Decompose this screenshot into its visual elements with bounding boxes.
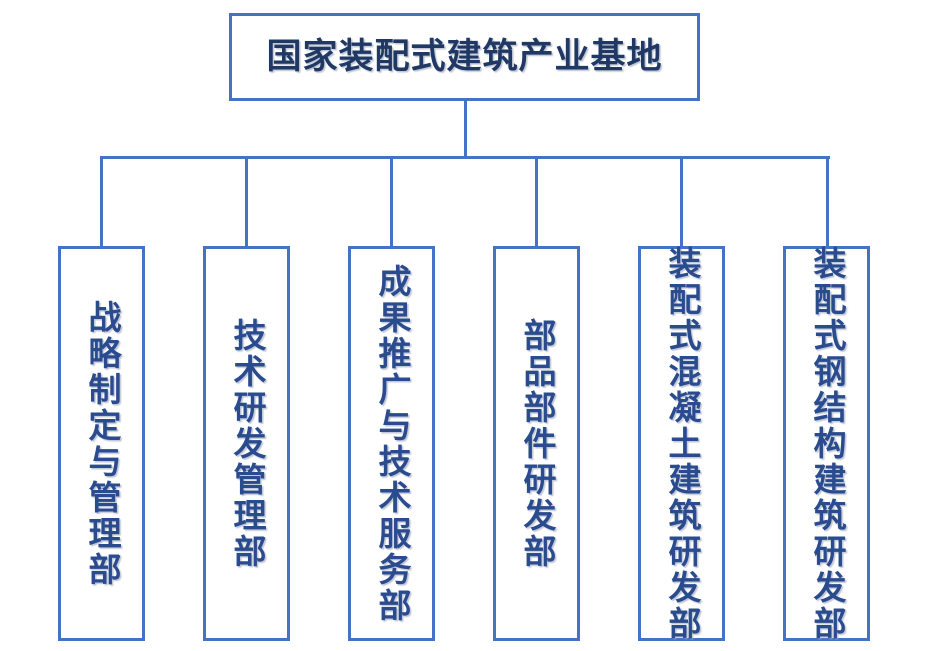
connector-drop-2 [245,156,248,247]
org-node-precast-concrete-rd[interactable]: 装配式混凝土建筑研发部 [638,245,725,642]
connector-trunk-vertical [464,100,467,158]
org-node-root-label: 国家装配式建筑产业基地 [266,36,663,77]
connector-drop-4 [535,156,538,247]
org-node-steel-structure-rd[interactable]: 装配式钢结构建筑研发部 [783,245,870,642]
org-node-child-label-2: 技术研发管理部 [227,317,267,570]
org-node-promotion-tech-service[interactable]: 成果推广与技术服务部 [348,246,435,641]
org-node-child-label-3: 成果推广与技术服务部 [372,263,412,624]
connector-drop-3 [390,156,393,247]
connector-drop-5 [680,156,683,247]
org-node-strategy-management[interactable]: 战略制定与管理部 [58,246,145,641]
connector-drop-6 [826,156,829,247]
org-node-child-label-5: 装配式混凝土建筑研发部 [662,245,702,642]
connector-horizontal-bus [101,156,830,159]
connector-drop-1 [100,156,103,247]
org-node-child-label-1: 战略制定与管理部 [82,299,122,588]
org-node-components-rd[interactable]: 部品部件研发部 [493,246,580,641]
org-node-child-label-6: 装配式钢结构建筑研发部 [807,245,847,642]
org-node-root[interactable]: 国家装配式建筑产业基地 [229,13,700,101]
org-node-child-label-4: 部品部件研发部 [517,317,557,570]
org-node-tech-rd-management[interactable]: 技术研发管理部 [203,246,290,641]
